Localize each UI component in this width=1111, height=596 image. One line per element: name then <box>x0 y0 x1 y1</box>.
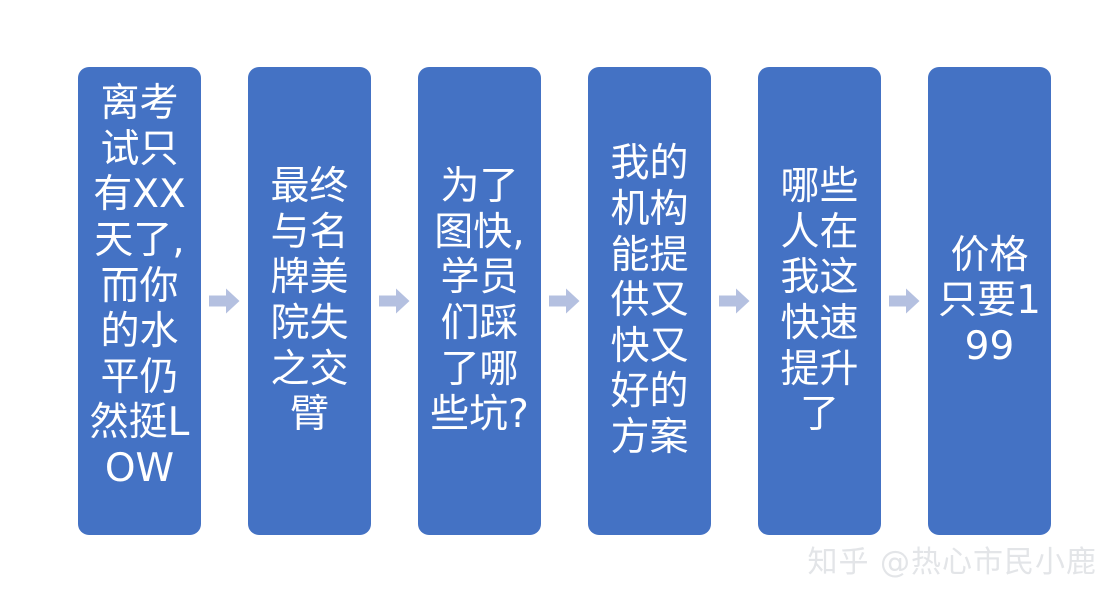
flow-step-3: 为了图快,学员们踩了哪些坑? <box>418 67 588 535</box>
flow-step-6: 价格只要199 <box>928 67 1051 535</box>
flow-step-5: 哪些人在我这快速提升了 <box>758 67 928 535</box>
step-label-5: 哪些人在我这快速提升了 <box>780 164 859 438</box>
flow-step-2: 最终与名牌美院失之交臂 <box>248 67 418 535</box>
step-box-3[interactable]: 为了图快,学员们踩了哪些坑? <box>418 67 541 535</box>
arrow-connector-5 <box>881 67 928 535</box>
step-box-2[interactable]: 最终与名牌美院失之交臂 <box>248 67 371 535</box>
arrow-connector-2 <box>371 67 418 535</box>
step-label-6: 价格只要199 <box>938 232 1041 369</box>
flow-step-4: 我的机构能提供又快又好的方案 <box>588 67 758 535</box>
step-box-6[interactable]: 价格只要199 <box>928 67 1051 535</box>
step-box-5[interactable]: 哪些人在我这快速提升了 <box>758 67 881 535</box>
step-label-3: 为了图快,学员们踩了哪些坑? <box>430 164 529 438</box>
right-block-arrow-icon <box>719 288 750 314</box>
step-label-1: 离考试只有XX天了,而你的水平仍然挺LOW <box>89 81 190 491</box>
arrow-connector-3 <box>541 67 588 535</box>
process-flow-row: 离考试只有XX天了,而你的水平仍然挺LOW 最终与名牌美院失之交臂 为了图快 <box>78 67 1051 535</box>
right-block-arrow-icon <box>379 288 410 314</box>
right-block-arrow-icon <box>209 288 240 314</box>
step-box-1[interactable]: 离考试只有XX天了,而你的水平仍然挺LOW <box>78 67 201 535</box>
step-label-4: 我的机构能提供又快又好的方案 <box>610 141 689 461</box>
flow-step-1: 离考试只有XX天了,而你的水平仍然挺LOW <box>78 67 248 535</box>
arrow-connector-1 <box>201 67 248 535</box>
right-block-arrow-icon <box>549 288 580 314</box>
step-box-4[interactable]: 我的机构能提供又快又好的方案 <box>588 67 711 535</box>
arrow-connector-4 <box>711 67 758 535</box>
right-block-arrow-icon <box>889 288 920 314</box>
watermark: 知乎 @热心市民小鹿 <box>807 545 1097 580</box>
step-label-2: 最终与名牌美院失之交臂 <box>270 164 349 438</box>
